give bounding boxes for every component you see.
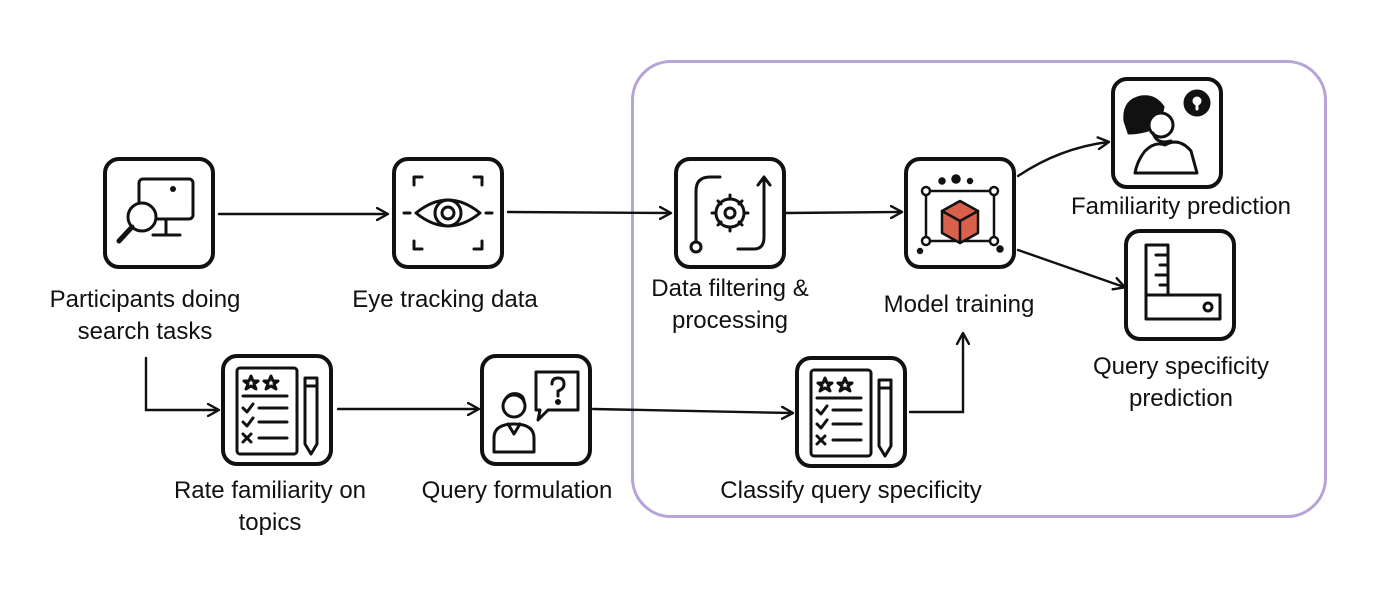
arrow-query-to-classify: [591, 409, 792, 413]
arrow-eye-to-filter: [506, 212, 670, 213]
arrow-filter-to-model: [784, 212, 901, 213]
model-stage-group: [631, 60, 1327, 518]
classify-specificity-label: Classify query specificity: [720, 477, 982, 504]
cube-model-icon: [916, 174, 1004, 255]
query-formulation-label: Query formulation: [421, 477, 613, 504]
eye-tracking-node: [392, 157, 504, 269]
rating-checklist-icon: [809, 368, 893, 458]
data-filtering-label: Data filtering & processing: [651, 275, 809, 334]
arrow-participants-to-rate: [144, 356, 218, 410]
rate-familiarity-label: Rate familiarity on topics: [173, 477, 367, 536]
eye-scan-icon: [402, 175, 494, 251]
eye-tracking-label: Eye tracking data: [352, 286, 538, 313]
query-formulation-node: [480, 354, 592, 466]
specificity-prediction-node: [1124, 229, 1236, 341]
rate-familiarity-node: [221, 354, 333, 466]
arrow-model-to-specificity: [1016, 248, 1124, 287]
model-training-node: [904, 157, 1016, 269]
thinking-person-icon: [1123, 89, 1211, 175]
model-training-label: Model training: [883, 291, 1035, 318]
computer-search-icon: [116, 177, 195, 244]
participants-node: [103, 157, 215, 269]
familiarity-prediction-label: Familiarity prediction: [1070, 193, 1292, 220]
arrow-model-to-familiarity: [1016, 142, 1108, 178]
classify-specificity-node: [795, 356, 907, 468]
ruler-icon: [1144, 243, 1222, 321]
arrow-classify-to-model: [908, 334, 963, 414]
rating-checklist-icon: [235, 366, 319, 456]
person-question-icon: [492, 370, 580, 454]
specificity-prediction-label: Query specificity prediction: [1092, 353, 1270, 412]
data-filtering-node: [674, 157, 786, 269]
gear-process-icon: [689, 175, 772, 254]
participants-label: Participants doing search tasks: [49, 286, 241, 345]
familiarity-prediction-node: [1111, 77, 1223, 189]
